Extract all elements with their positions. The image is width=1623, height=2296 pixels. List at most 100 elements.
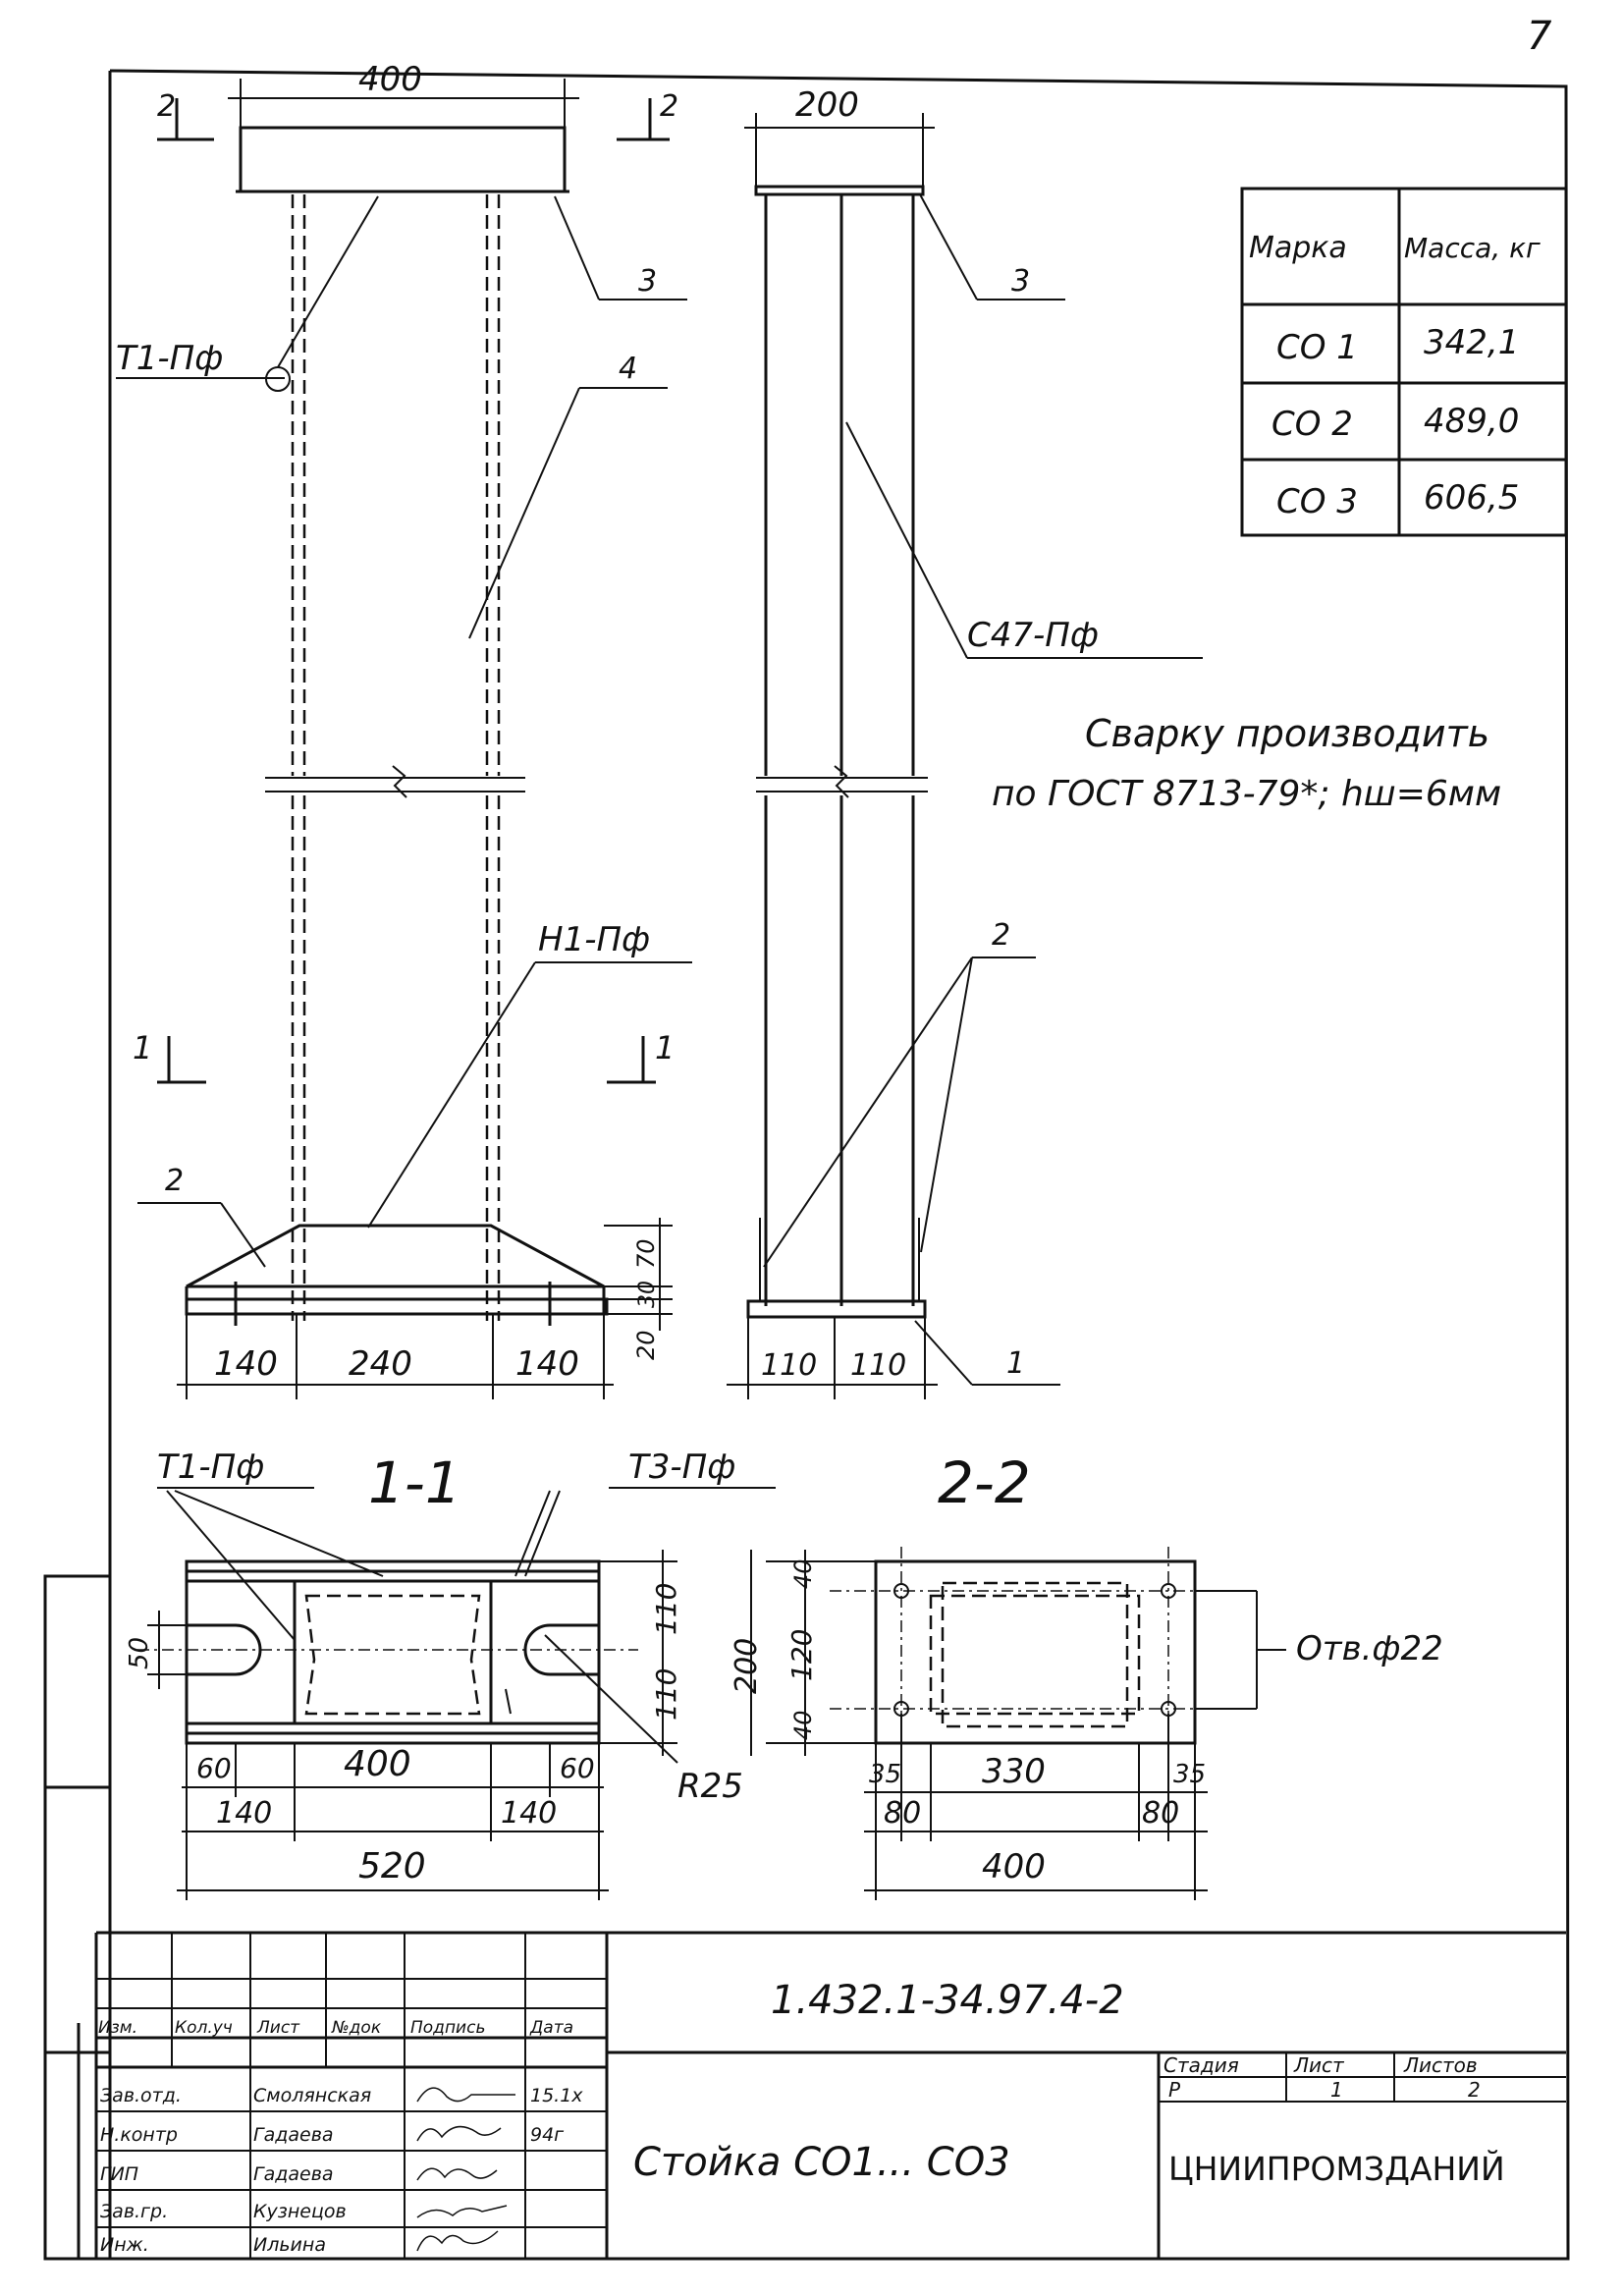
sheet-frame: [43, 69, 1570, 2261]
front-dimensions: 400 140 240 140 70 30 20 2 2 1 1: [133, 60, 678, 1399]
signature-3: [416, 2167, 498, 2181]
front-dim-side-70: 70: [632, 1238, 660, 1269]
mass-table-mark-1: СО 1: [1276, 328, 1358, 367]
side-dimensions: 200 110 110: [727, 85, 938, 1399]
signature-4: [416, 2205, 508, 2218]
mass-table-mark-3: СО 3: [1276, 482, 1358, 521]
signature-5: [416, 2230, 499, 2252]
section-1-1-dimensions: 60 400 60 140 140 520 110 110 50: [125, 1550, 682, 1900]
rev-header-list: Лист: [256, 2018, 300, 2038]
callout-t1-front: Т1-Пф: [116, 339, 223, 378]
section-1-dim-50: 50: [125, 1637, 154, 1669]
role-1: Зав.отд.: [100, 2085, 182, 2106]
rev-header-date: Дата: [529, 2018, 573, 2038]
mass-table-mark-2: СО 2: [1271, 405, 1353, 444]
front-dim-bottom-2: 240: [349, 1344, 412, 1384]
callout-t3: Т3-Пф: [628, 1448, 735, 1487]
role-3: ГИП: [100, 2163, 138, 2185]
front-dim-side-30: 30: [635, 1281, 660, 1308]
organization: ЦНИИПРОМЗДАНИЙ: [1168, 2149, 1505, 2188]
role-5: Инж.: [100, 2234, 149, 2256]
role-2: Н.контр: [100, 2124, 178, 2146]
section-1-1: 1-1: [137, 1449, 638, 1745]
mass-table-header-mass: Масса, кг: [1404, 232, 1541, 264]
section-2-dim-120: 120: [785, 1629, 818, 1681]
rev-header-sign: Подпись: [410, 2018, 485, 2038]
mass-table: Марка Масса, кг СО 1 342,1 СО 2 489,0 СО…: [1240, 187, 1568, 537]
date-2: 94г: [530, 2124, 565, 2146]
section-1-dim-140-right: 140: [501, 1796, 557, 1831]
section-1-dim-60-right: 60: [560, 1752, 595, 1784]
callout-s47: С47-Пф: [967, 616, 1099, 655]
callout-pos3-front: 3: [638, 264, 657, 299]
signature-1: [416, 2087, 515, 2103]
name-3: Гадаева: [253, 2163, 334, 2185]
callout-pos2-side: 2: [992, 918, 1010, 953]
front-dim-bottom-1: 140: [214, 1344, 278, 1384]
section-1-dim-60-left: 60: [196, 1752, 232, 1784]
callout-h1: Н1-Пф: [538, 920, 650, 959]
side-view: [746, 185, 928, 1319]
section-2-dim-35-left: 35: [869, 1760, 901, 1789]
rev-header-doc: №док: [331, 2018, 382, 2038]
section-2-dim-200: 200: [730, 1638, 764, 1694]
name-4: Кузнецов: [253, 2201, 347, 2222]
rev-header-kol: Кол.уч: [175, 2018, 233, 2038]
section-2-dim-80-left: 80: [884, 1796, 921, 1831]
section-2-dim-400: 400: [982, 1847, 1046, 1886]
section-1-dim-110-bottom: 110: [650, 1668, 682, 1721]
role-4: Зав.гр.: [100, 2201, 168, 2222]
section-mark-2-left: 2: [157, 89, 176, 124]
section-1-dim-110-top: 110: [650, 1583, 682, 1635]
side-dim-bottom-2: 110: [850, 1348, 906, 1383]
drawing-title: Стойка СО1... СО3: [633, 2140, 1010, 2185]
section-2-dim-40-top: 40: [789, 1558, 817, 1589]
rev-header-izm: Изм.: [98, 2018, 137, 2038]
title-block: Изм. Кол.уч Лист №док Подпись Дата Зав.о…: [94, 1931, 1566, 2259]
name-2: Гадаева: [253, 2124, 334, 2146]
mass-table-header-mark: Марка: [1249, 231, 1347, 265]
front-view: [185, 126, 609, 1326]
section-mark-2-right: 2: [660, 89, 678, 124]
mass-table-mass-3: 606,5: [1424, 478, 1519, 518]
front-callouts: Т1-Пф 3 4 Н1-Пф 2: [116, 195, 692, 1268]
mass-table-mass-1: 342,1: [1424, 323, 1519, 362]
section-2-dim-35-right: 35: [1173, 1760, 1206, 1789]
section-1-dim-140-left: 140: [216, 1796, 272, 1831]
section-2-2: 2-2: [830, 1449, 1242, 1758]
side-dim-top: 200: [795, 85, 859, 125]
section-2-2-callouts: Отв.ф22: [1195, 1590, 1443, 1710]
callout-r25: R25: [677, 1767, 743, 1806]
front-dim-bottom-3: 140: [515, 1344, 579, 1384]
stage-header-sheets: Листов: [1403, 2053, 1478, 2077]
section-1-1-callouts: Т1-Пф Т3-Пф R25: [157, 1448, 776, 1806]
date-1: 15.1х: [530, 2085, 583, 2106]
stage-header-stage: Стадия: [1163, 2053, 1239, 2077]
stage-header-sheet: Лист: [1293, 2053, 1345, 2077]
mass-table-mass-2: 489,0: [1424, 402, 1519, 441]
name-5: Ильина: [253, 2234, 326, 2256]
page-number: 7: [1527, 14, 1552, 59]
weld-note-line-1: Сварку производить: [1085, 712, 1489, 755]
section-1-1-title: 1-1: [368, 1449, 461, 1516]
callout-pos3-side: 3: [1011, 264, 1030, 299]
callout-pos2-front: 2: [165, 1164, 184, 1198]
side-dim-bottom-1: 110: [761, 1348, 817, 1383]
section-2-dim-40-bottom: 40: [789, 1710, 817, 1740]
callout-pos4: 4: [619, 352, 637, 386]
side-callouts: 3 С47-Пф 2 1: [763, 193, 1203, 1386]
stage-value-sheet: 1: [1330, 2078, 1343, 2102]
section-1-dim-520: 520: [358, 1846, 426, 1886]
callout-hole: Отв.ф22: [1296, 1629, 1443, 1668]
front-dim-side-20: 20: [632, 1330, 660, 1360]
weld-note-line-2: по ГОСТ 8713-79*; hш=6мм: [992, 774, 1501, 814]
section-1-dim-400: 400: [344, 1744, 411, 1784]
section-2-2-title: 2-2: [938, 1449, 1031, 1516]
section-mark-1-right: 1: [655, 1029, 675, 1066]
front-dim-top: 400: [358, 60, 422, 99]
section-2-dim-80-right: 80: [1142, 1796, 1179, 1831]
name-1: Смолянская: [253, 2085, 371, 2106]
doc-code: 1.432.1-34.97.4-2: [771, 1978, 1124, 2023]
section-2-2-dimensions: 200 40 120 40 35 330 35 80 80 400: [730, 1550, 1208, 1900]
